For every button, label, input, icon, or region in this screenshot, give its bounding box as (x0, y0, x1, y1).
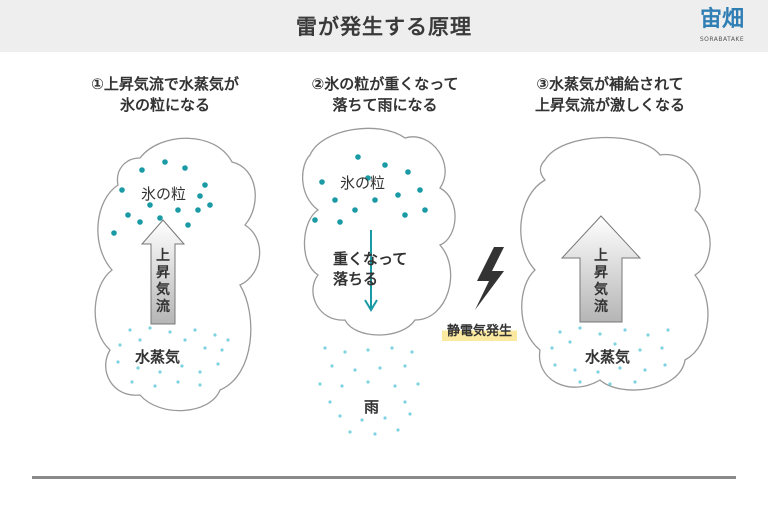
up-arrow-icon (140, 219, 186, 325)
rain-particles (318, 346, 420, 436)
header-bar: 雷が発生する原理 宙畑 SORABATAKE (0, 0, 768, 52)
updraft-char: 昇 (594, 265, 608, 281)
ice-label-1: 氷の粒 (141, 185, 187, 203)
vapor-particles-1 (116, 326, 230, 388)
lightning-bolt-icon (475, 247, 504, 310)
updraft-char: 流 (594, 299, 608, 315)
static-electricity-label: 静電気発生 (442, 318, 518, 341)
updraft-label-1: 上 昇 気 流 (154, 248, 172, 316)
logo-text: 宙畑 (699, 7, 744, 32)
ice-particles-1 (111, 159, 213, 236)
page-title: 雷が発生する原理 (296, 15, 472, 39)
step-3-title-line1: ③水蒸気が補給されて (536, 75, 684, 93)
vapor-particles-3 (550, 326, 670, 386)
step-2-title-line1: ②氷の粒が重くなって (311, 75, 459, 93)
step-3-title: ③水蒸気が補給されて 上昇気流が激しくなる (490, 74, 730, 116)
up-arrow-icon (560, 215, 642, 323)
updraft-char: 流 (156, 299, 170, 315)
step-1-title-line2: 氷の粒になる (119, 96, 210, 114)
brand-logo: 宙畑 SORABATAKE (696, 6, 748, 48)
updraft-char: 上 (594, 248, 608, 264)
updraft-label-3: 上 昇 気 流 (592, 248, 610, 316)
step-3-title-line2: 上昇気流が激しくなる (534, 96, 685, 114)
fall-label-line1: 重くなって (333, 250, 408, 268)
footer-divider (32, 476, 736, 479)
down-arrow-icon (364, 230, 378, 312)
rain-label: 雨 (364, 398, 380, 416)
step-2-title: ②氷の粒が重くなって 落ちて雨になる (265, 74, 505, 116)
ice-label-2: 氷の粒 (340, 174, 386, 192)
vapor-label-3: 水蒸気 (585, 348, 631, 366)
cloud-1 (94, 137, 261, 412)
ice-particles-2 (312, 154, 428, 225)
updraft-char: 気 (594, 282, 608, 298)
step-2-title-line2: 落ちて雨になる (332, 96, 438, 114)
updraft-char: 上 (156, 248, 170, 264)
updraft-char: 昇 (156, 265, 170, 281)
step-1-title: ①上昇気流で水蒸気が 氷の粒になる (45, 74, 285, 116)
step-1-title-line1: ①上昇気流で水蒸気が (91, 75, 239, 93)
logo-subtext: SORABATAKE (699, 36, 745, 43)
fall-label-line2: 落ちる (333, 270, 379, 288)
cloud-2 (301, 127, 456, 336)
vapor-label-1: 水蒸気 (135, 348, 181, 366)
updraft-char: 気 (156, 282, 170, 298)
